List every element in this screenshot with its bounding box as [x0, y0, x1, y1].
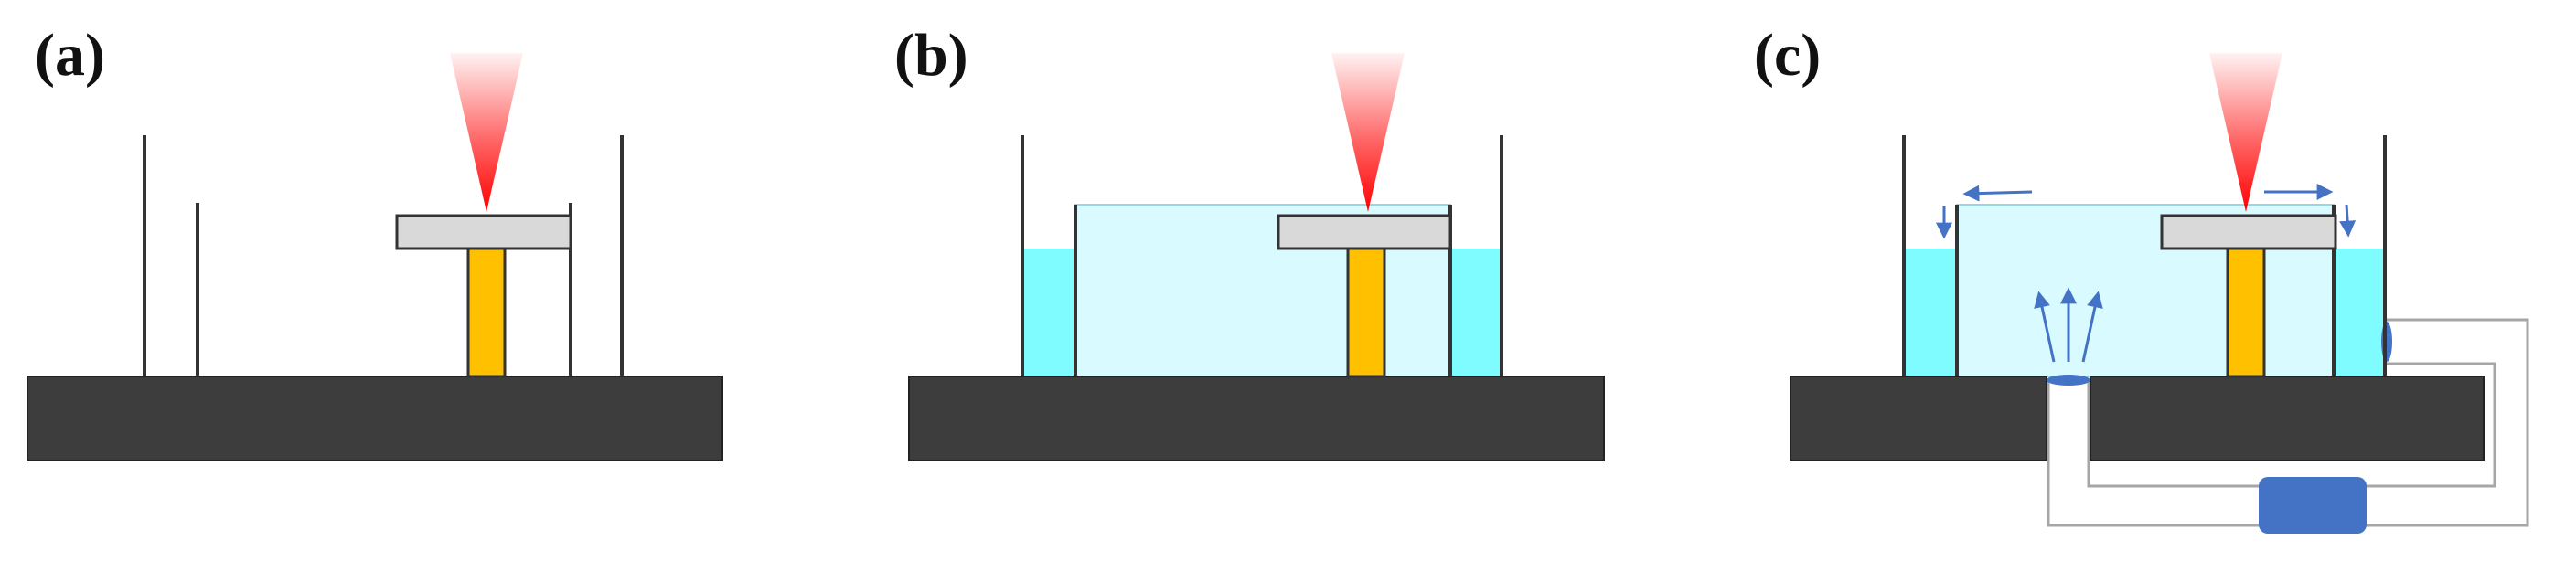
build-plate [1277, 214, 1452, 250]
build-plate [395, 214, 572, 250]
pillar [1346, 247, 1386, 378]
laser-beam-icon [2209, 53, 2282, 212]
pillar [466, 247, 507, 378]
panel-label-a: (a) [35, 22, 105, 89]
laser-beam-icon [450, 53, 523, 212]
stage-base [908, 376, 1605, 461]
flow-arrow-icon [2081, 291, 2103, 363]
panel-a: (a) [27, 22, 723, 461]
panel-label-c: (c) [1754, 22, 1821, 89]
panel-label-b: (b) [894, 22, 968, 89]
pillar [2226, 247, 2266, 378]
stage-base [27, 376, 723, 461]
build-plate [2160, 214, 2337, 250]
pump-icon [2259, 477, 2367, 534]
inlet-port-icon [2047, 375, 2090, 386]
outer-liquid-left [1904, 249, 1957, 376]
flow-arrow-icon [2339, 204, 2357, 238]
outer-liquid-right [2334, 249, 2385, 376]
stage-base-right [2090, 376, 2485, 461]
flow-arrow-icon [1962, 185, 2033, 202]
outer-liquid-right [1450, 249, 1502, 376]
outer-liquid-left [1022, 249, 1075, 376]
laser-beam-icon [1331, 53, 1405, 212]
panel-c: (c) [1754, 22, 2529, 534]
panel-b: (b) [894, 22, 1605, 461]
flow-arrow-icon [2034, 291, 2056, 363]
circulation-pipe-outer [2047, 318, 2529, 527]
stage-base-left [1790, 376, 2047, 461]
circulation-pipe-inner [2087, 362, 2496, 488]
